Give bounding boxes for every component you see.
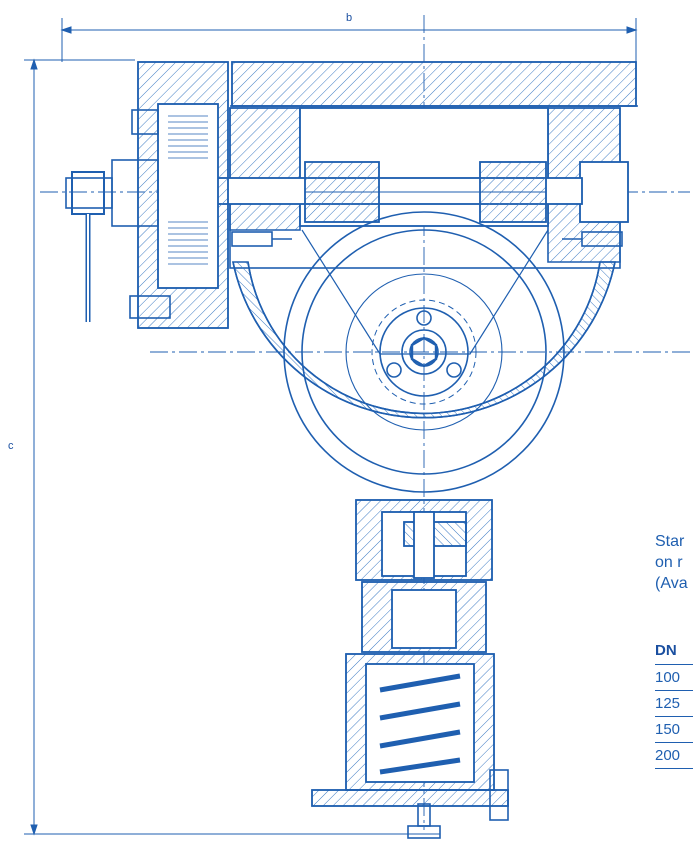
side-text-line: on r [655,554,683,571]
cover-plate [230,61,638,107]
side-text-line: (Ava [655,575,688,592]
dimension-c [24,58,440,836]
table-row: 100 [655,665,693,691]
side-description: Star on r (Ava [655,531,693,594]
dimension-label-b: b [346,12,353,24]
table-row: 125 [655,691,693,717]
worm-wheel-casing [232,211,616,493]
side-text-line: Star [655,533,685,550]
table-row: 150 [655,717,693,743]
dimensions-table: DN 100 125 150 200 [655,638,693,769]
dimension-b [60,18,638,62]
hub [386,310,462,378]
spring-housing [311,499,509,839]
side-bolts [231,231,623,247]
table-row: 200 [655,743,693,769]
dimension-label-c: c [8,440,14,452]
table-header: DN [655,638,693,665]
handwheel-assembly [65,61,229,329]
worm-shaft [209,161,583,223]
